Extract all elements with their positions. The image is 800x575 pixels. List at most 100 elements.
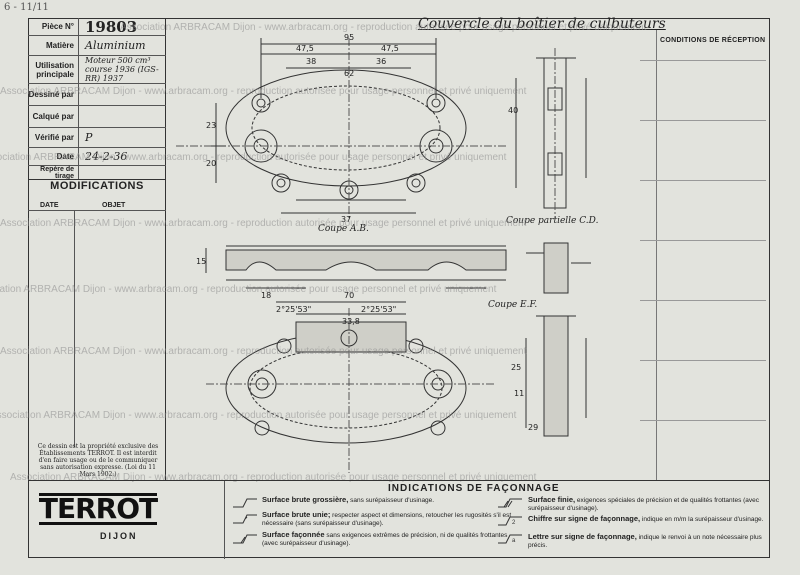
dim-25: 25 xyxy=(511,363,521,372)
dim-11: 11 xyxy=(514,389,524,398)
calque-value xyxy=(78,106,166,127)
date-label: Date xyxy=(56,152,74,161)
modifications-divider xyxy=(74,211,75,447)
watermark: Association ARBRACAM Dijon - www.arbraca… xyxy=(0,218,527,229)
repere-label: Repère de tirage xyxy=(40,165,74,180)
dim-38: 38 xyxy=(306,57,316,66)
dim-36: 36 xyxy=(376,57,386,66)
dim-15: 15 xyxy=(196,257,206,266)
indication-3: Surface façonnée sans exigences extrêmes… xyxy=(262,530,508,547)
modifications-title: MODIFICATIONS xyxy=(50,180,144,192)
dim-18: 18 xyxy=(261,291,271,300)
dessine-label: Dessiné par xyxy=(28,90,74,99)
brute-unie-icon xyxy=(233,514,257,524)
date-value: 24-2-36 xyxy=(78,148,166,165)
logo-text: TERROT xyxy=(38,492,158,525)
modifications-col-objet: OBJET xyxy=(102,202,126,209)
row-calque: Calqué par xyxy=(28,106,166,128)
row-repere: Repère de tirage xyxy=(28,166,166,180)
calque-label: Calqué par xyxy=(32,112,74,121)
dim-62: 62 xyxy=(344,69,354,78)
modifications-grid xyxy=(28,210,166,447)
utilisation-value: Moteur 500 cm³ course 1936 (IGS-RR) 1937 xyxy=(78,56,166,83)
indication-2: Surface brute unie; respecter aspect et … xyxy=(262,510,512,527)
section-ef-label: Coupe E.F. xyxy=(488,300,538,310)
modifications-col-date: DATE xyxy=(40,202,59,209)
indication-6: Lettre sur signe de façonnage, indique l… xyxy=(528,532,762,549)
conditions-rule xyxy=(640,60,766,61)
row-matiere: Matière Aluminium xyxy=(28,36,166,56)
dim-angle-right: 2°25'53" xyxy=(361,305,396,314)
utilisation-label: Utilisation principale xyxy=(35,60,74,79)
plan-outline xyxy=(225,69,467,187)
svg-text:a: a xyxy=(512,538,516,544)
verifie-value: P xyxy=(78,128,166,147)
dim-47-5-left: 47,5 xyxy=(296,44,314,53)
conditions-rule xyxy=(640,240,766,241)
conditions-rule xyxy=(640,120,766,121)
finie-icon xyxy=(498,498,522,508)
bottom-band: TERROT DIJON INDICATIONS DE FAÇONNAGE Su… xyxy=(28,480,770,559)
dessine-value xyxy=(78,84,166,105)
watermark: Association ARBRACAM Dijon - www.arbraca… xyxy=(10,472,537,483)
dim-40: 40 xyxy=(508,106,518,115)
brute-grossiere-icon xyxy=(233,498,257,508)
dim-95: 95 xyxy=(344,33,354,42)
dim-37: 37 xyxy=(341,215,351,224)
indications-title: INDICATIONS DE FAÇONNAGE xyxy=(388,483,560,494)
dim-20: 20 xyxy=(206,159,216,168)
section-cd-label: Coupe partielle C.D. xyxy=(506,216,599,226)
dim-47-5-right: 47,5 xyxy=(381,44,399,53)
indication-1: Surface brute grossière, sans surépaisse… xyxy=(262,495,435,504)
row-date: Date 24-2-36 xyxy=(28,148,166,166)
technical-drawing: 95 47,5 47,5 38 36 62 23 20 37 40 15 18 … xyxy=(176,33,591,473)
faconnee-icon xyxy=(233,534,257,544)
watermark: Association ARBRACAM Dijon - www.arbraca… xyxy=(0,152,507,163)
piece-value: 19803 xyxy=(78,18,166,36)
company-city: DIJON xyxy=(100,531,138,541)
dim-angle-left: 2°25'53" xyxy=(276,305,311,314)
section-ab-profile xyxy=(225,249,507,271)
legal-notice: Ce dessin est la propriété exclusive des… xyxy=(37,443,159,478)
chiffre-icon: 2 xyxy=(498,516,522,526)
section-cd-profile xyxy=(543,242,569,294)
conditions-rule xyxy=(640,360,766,361)
matiere-label: Matière xyxy=(45,41,74,50)
band-divider xyxy=(224,481,225,559)
bottom-rib xyxy=(295,321,407,353)
watermark: Association ARBRACAM Dijon - www.arbraca… xyxy=(120,22,647,33)
section-ef-profile xyxy=(543,315,569,437)
dim-29: 29 xyxy=(528,423,538,432)
indication-4: Surface finie, exigences spéciales de pr… xyxy=(528,495,760,512)
repere-value xyxy=(78,166,166,179)
watermark: Association ARBRACAM Dijon - www.arbraca… xyxy=(0,86,527,97)
verifie-label: Vérifié par xyxy=(34,133,74,142)
dim-33-8: 33,8 xyxy=(342,317,360,326)
terrot-logo: TERROT xyxy=(38,491,158,527)
conditions-rule xyxy=(640,300,766,301)
drawing-title: Couvercle du boîtier de culbuteurs xyxy=(418,16,666,32)
title-block: Pièce N° 19803 Matière Aluminium Utilisa… xyxy=(28,18,166,480)
watermark: Association ARBRACAM Dijon - www.arbraca… xyxy=(0,284,497,295)
row-piece: Pièce N° 19803 xyxy=(28,18,166,36)
row-utilisation: Utilisation principale Moteur 500 cm³ co… xyxy=(28,56,166,84)
conditions-column-line xyxy=(656,30,657,480)
corner-reference: 6 - 11/11 xyxy=(4,2,49,13)
row-verifie: Vérifié par P xyxy=(28,128,166,148)
row-dessine: Dessiné par xyxy=(28,84,166,106)
conditions-rule xyxy=(640,180,766,181)
dim-23: 23 xyxy=(206,121,216,130)
piece-label: Pièce N° xyxy=(41,22,74,31)
drawing-frame xyxy=(28,18,770,558)
conditions-title: CONDITIONS DE RÉCEPTION xyxy=(660,37,766,44)
section-ab-label: Coupe A.B. xyxy=(318,224,369,234)
watermark: Association ARBRACAM Dijon - www.arbraca… xyxy=(0,346,527,357)
matiere-value: Aluminium xyxy=(78,36,166,55)
lettre-icon: a xyxy=(498,534,522,544)
indication-5: Chiffre sur signe de façonnage, indique … xyxy=(528,514,764,523)
watermark: Association ARBRACAM Dijon - www.arbraca… xyxy=(0,410,517,421)
conditions-rule xyxy=(640,420,766,421)
dim-70: 70 xyxy=(344,291,354,300)
svg-text:2: 2 xyxy=(512,520,516,526)
